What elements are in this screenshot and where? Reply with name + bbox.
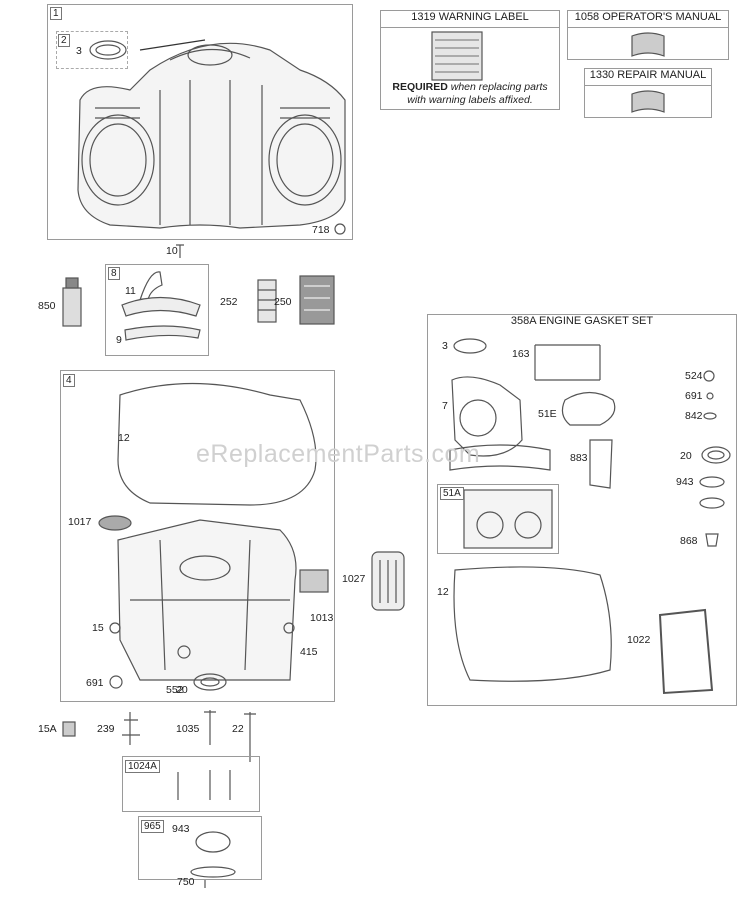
group-tag-2: 2 bbox=[58, 34, 70, 47]
callout-718[interactable]: 718 bbox=[312, 224, 330, 236]
repair-manual-box[interactable]: 1330 REPAIR MANUAL bbox=[584, 68, 712, 118]
oil-seal-drawing bbox=[89, 40, 127, 60]
callout-1013[interactable]: 1013 bbox=[310, 612, 334, 624]
cylinder-block-drawing bbox=[77, 39, 346, 229]
sump-group-box bbox=[60, 370, 335, 702]
callout-22[interactable]: 22 bbox=[232, 723, 244, 735]
callout-9[interactable]: 9 bbox=[116, 334, 122, 346]
callout-250[interactable]: 250 bbox=[274, 296, 292, 308]
callout-1035[interactable]: 1035 bbox=[176, 723, 200, 735]
crankcase-gasket-drawing bbox=[117, 382, 317, 506]
cylinder-block-group-box bbox=[47, 4, 353, 240]
callout-12[interactable]: 12 bbox=[118, 432, 130, 444]
callout-gasket-3[interactable]: 3 bbox=[442, 340, 448, 352]
warning-label-note-text: when replacing parts with warning labels… bbox=[407, 81, 548, 106]
governor-group-box bbox=[122, 756, 260, 812]
callout-524[interactable]: 524 bbox=[685, 370, 703, 382]
callout-15[interactable]: 15 bbox=[92, 622, 104, 634]
gasket-set-box[interactable]: 358A ENGINE GASKET SET bbox=[427, 314, 737, 706]
callout-163[interactable]: 163 bbox=[512, 348, 530, 360]
group-tag-1024a: 1024A bbox=[125, 760, 160, 773]
callout-883[interactable]: 883 bbox=[570, 452, 588, 464]
repair-manual-title: 1330 REPAIR MANUAL bbox=[585, 69, 711, 86]
callout-gasket-20[interactable]: 20 bbox=[680, 450, 692, 462]
group-tag-51a: 51A bbox=[440, 487, 464, 500]
group-tag-1: 1 bbox=[50, 7, 62, 20]
seal-subgroup-box bbox=[56, 31, 128, 69]
warning-label-note: REQUIRED when replacing parts with warni… bbox=[385, 81, 555, 107]
gasket-set-title: 358A ENGINE GASKET SET bbox=[510, 315, 654, 327]
operators-manual-box[interactable]: 1058 OPERATOR'S MANUAL bbox=[567, 10, 729, 60]
callout-252[interactable]: 252 bbox=[220, 296, 238, 308]
callout-11[interactable]: 11 bbox=[125, 285, 136, 297]
gasket-subset-51a-box bbox=[437, 484, 559, 554]
group-tag-8: 8 bbox=[108, 267, 120, 280]
callout-1027[interactable]: 1027 bbox=[342, 573, 366, 585]
callout-943[interactable]: 943 bbox=[172, 823, 190, 835]
callout-850[interactable]: 850 bbox=[38, 300, 56, 312]
callout-10[interactable]: 10 bbox=[166, 245, 178, 257]
callout-gasket-691[interactable]: 691 bbox=[685, 390, 703, 402]
callout-1017[interactable]: 1017 bbox=[68, 516, 92, 528]
callout-gasket-943[interactable]: 943 bbox=[676, 476, 694, 488]
watermark: eReplacementParts.com bbox=[196, 440, 481, 468]
operators-manual-title: 1058 OPERATOR'S MANUAL bbox=[568, 11, 728, 28]
callout-3[interactable]: 3 bbox=[76, 45, 82, 57]
engine-sump-drawing bbox=[117, 519, 297, 681]
group-tag-4: 4 bbox=[63, 374, 75, 387]
callout-7[interactable]: 7 bbox=[442, 400, 448, 412]
callout-842[interactable]: 842 bbox=[685, 410, 703, 422]
callout-20[interactable]: 20 bbox=[176, 684, 188, 696]
cover-group-box bbox=[138, 816, 262, 880]
warning-label-title: 1319 WARNING LABEL bbox=[381, 11, 559, 28]
warning-label-box: 1319 WARNING LABEL REQUIRED when replaci… bbox=[380, 10, 560, 110]
warning-label-note-bold: REQUIRED bbox=[392, 81, 448, 93]
sealant-tube-drawing bbox=[62, 277, 82, 327]
callout-gasket-12[interactable]: 12 bbox=[437, 586, 449, 598]
callout-868[interactable]: 868 bbox=[680, 535, 698, 547]
callout-415[interactable]: 415 bbox=[300, 646, 318, 658]
group-tag-965: 965 bbox=[141, 820, 164, 833]
breather-group-box bbox=[105, 264, 209, 356]
callout-239[interactable]: 239 bbox=[97, 723, 115, 735]
callout-15a[interactable]: 15A bbox=[38, 723, 57, 735]
callout-51e[interactable]: 51E bbox=[538, 408, 557, 420]
callout-750[interactable]: 750 bbox=[177, 876, 195, 888]
callout-1022[interactable]: 1022 bbox=[627, 634, 651, 646]
callout-691[interactable]: 691 bbox=[86, 677, 104, 689]
callout-552[interactable]: 552 bbox=[166, 684, 184, 696]
